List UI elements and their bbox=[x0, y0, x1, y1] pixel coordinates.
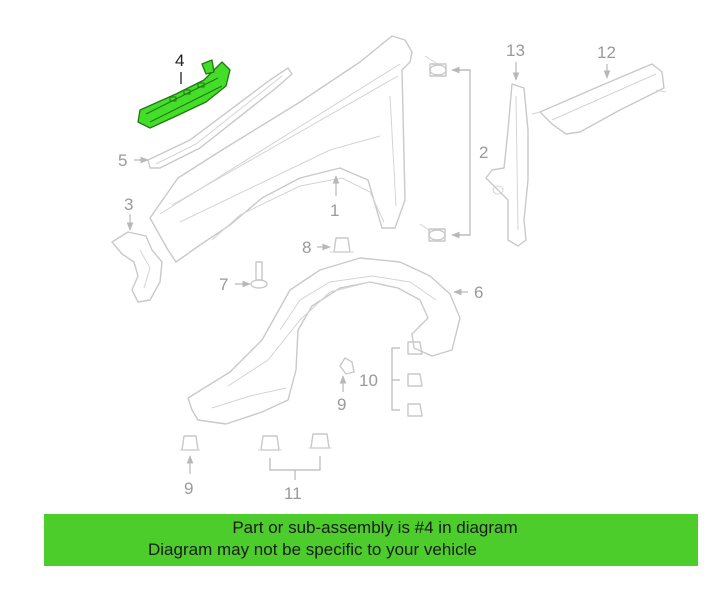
clip-part-9a bbox=[339, 357, 355, 375]
label-9a: 9 bbox=[337, 395, 346, 414]
label-11: 11 bbox=[284, 484, 302, 503]
banner-part-text: Part or sub-assembly is #4 in diagram bbox=[232, 518, 518, 537]
clip-part-9b bbox=[180, 435, 200, 451]
fender-liner-part bbox=[187, 257, 461, 425]
fender-part bbox=[149, 35, 413, 263]
clip-part-10 bbox=[391, 341, 423, 417]
banner-disclaimer-text: Diagram may not be specific to your vehi… bbox=[148, 540, 477, 559]
panel-part bbox=[485, 83, 529, 247]
highlighted-part-4 bbox=[137, 59, 231, 129]
info-banner: Part or sub-assembly is #4 in diagram Di… bbox=[44, 514, 698, 566]
molding-strip-part bbox=[147, 67, 293, 169]
label-13: 13 bbox=[506, 41, 525, 60]
bolt-part-upper bbox=[424, 55, 447, 77]
label-3: 3 bbox=[124, 195, 133, 214]
clip-part-8 bbox=[330, 237, 354, 253]
label-8: 8 bbox=[302, 238, 311, 257]
label-2: 2 bbox=[479, 143, 488, 162]
label-7: 7 bbox=[219, 275, 228, 294]
label-9b: 9 bbox=[184, 479, 193, 498]
bracket-part bbox=[111, 231, 163, 303]
label-10: 10 bbox=[359, 371, 378, 390]
screw-part-7 bbox=[250, 261, 268, 289]
label-12: 12 bbox=[597, 43, 616, 62]
label-5: 5 bbox=[118, 151, 127, 170]
clip-part-11 bbox=[258, 433, 332, 480]
label-1: 1 bbox=[330, 201, 339, 220]
seal-part bbox=[531, 63, 667, 135]
label-4: 4 bbox=[175, 51, 184, 70]
label-6: 6 bbox=[474, 283, 483, 302]
label-2-bracket bbox=[451, 66, 471, 239]
bolt-part-lower bbox=[419, 223, 446, 242]
